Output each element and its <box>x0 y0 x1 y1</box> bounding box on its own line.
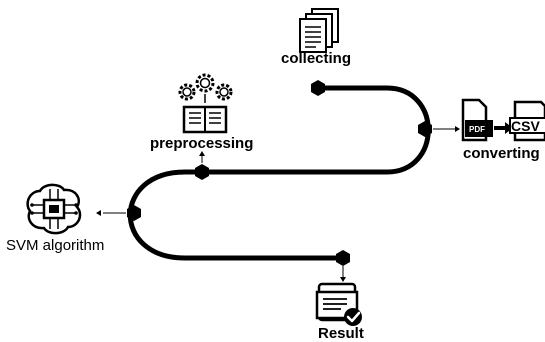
stage-label-svm: SVM algorithm <box>6 237 104 254</box>
stage-label-collecting: collecting <box>281 50 351 67</box>
preprocessing-connector-arrow <box>199 151 205 156</box>
hexagon-node-converting <box>418 121 432 137</box>
pdf-text: PDF <box>469 125 485 134</box>
stage-label-preprocessing: preprocessing <box>150 135 253 152</box>
gears-book-icon <box>178 73 233 134</box>
hexagon-node-collecting <box>311 80 325 96</box>
stage-label-converting: converting <box>463 145 540 162</box>
hexagon-node-preprocessing <box>195 164 209 180</box>
csv-text: CSV <box>511 118 540 134</box>
report-check-icon <box>315 282 362 326</box>
brain-chip-icon <box>26 183 82 235</box>
svm-connector-arrow <box>96 210 101 216</box>
documents-stack-icon <box>299 8 339 53</box>
result-connector-arrow <box>340 277 346 282</box>
pdf-to-csv-icon: PDF CSV <box>461 98 545 142</box>
stage-label-result: Result <box>318 325 364 342</box>
converting-connector-arrow <box>455 126 460 132</box>
pipeline-path <box>127 85 431 261</box>
hexagon-node-svm <box>127 205 141 221</box>
hexagon-node-result <box>336 250 350 266</box>
